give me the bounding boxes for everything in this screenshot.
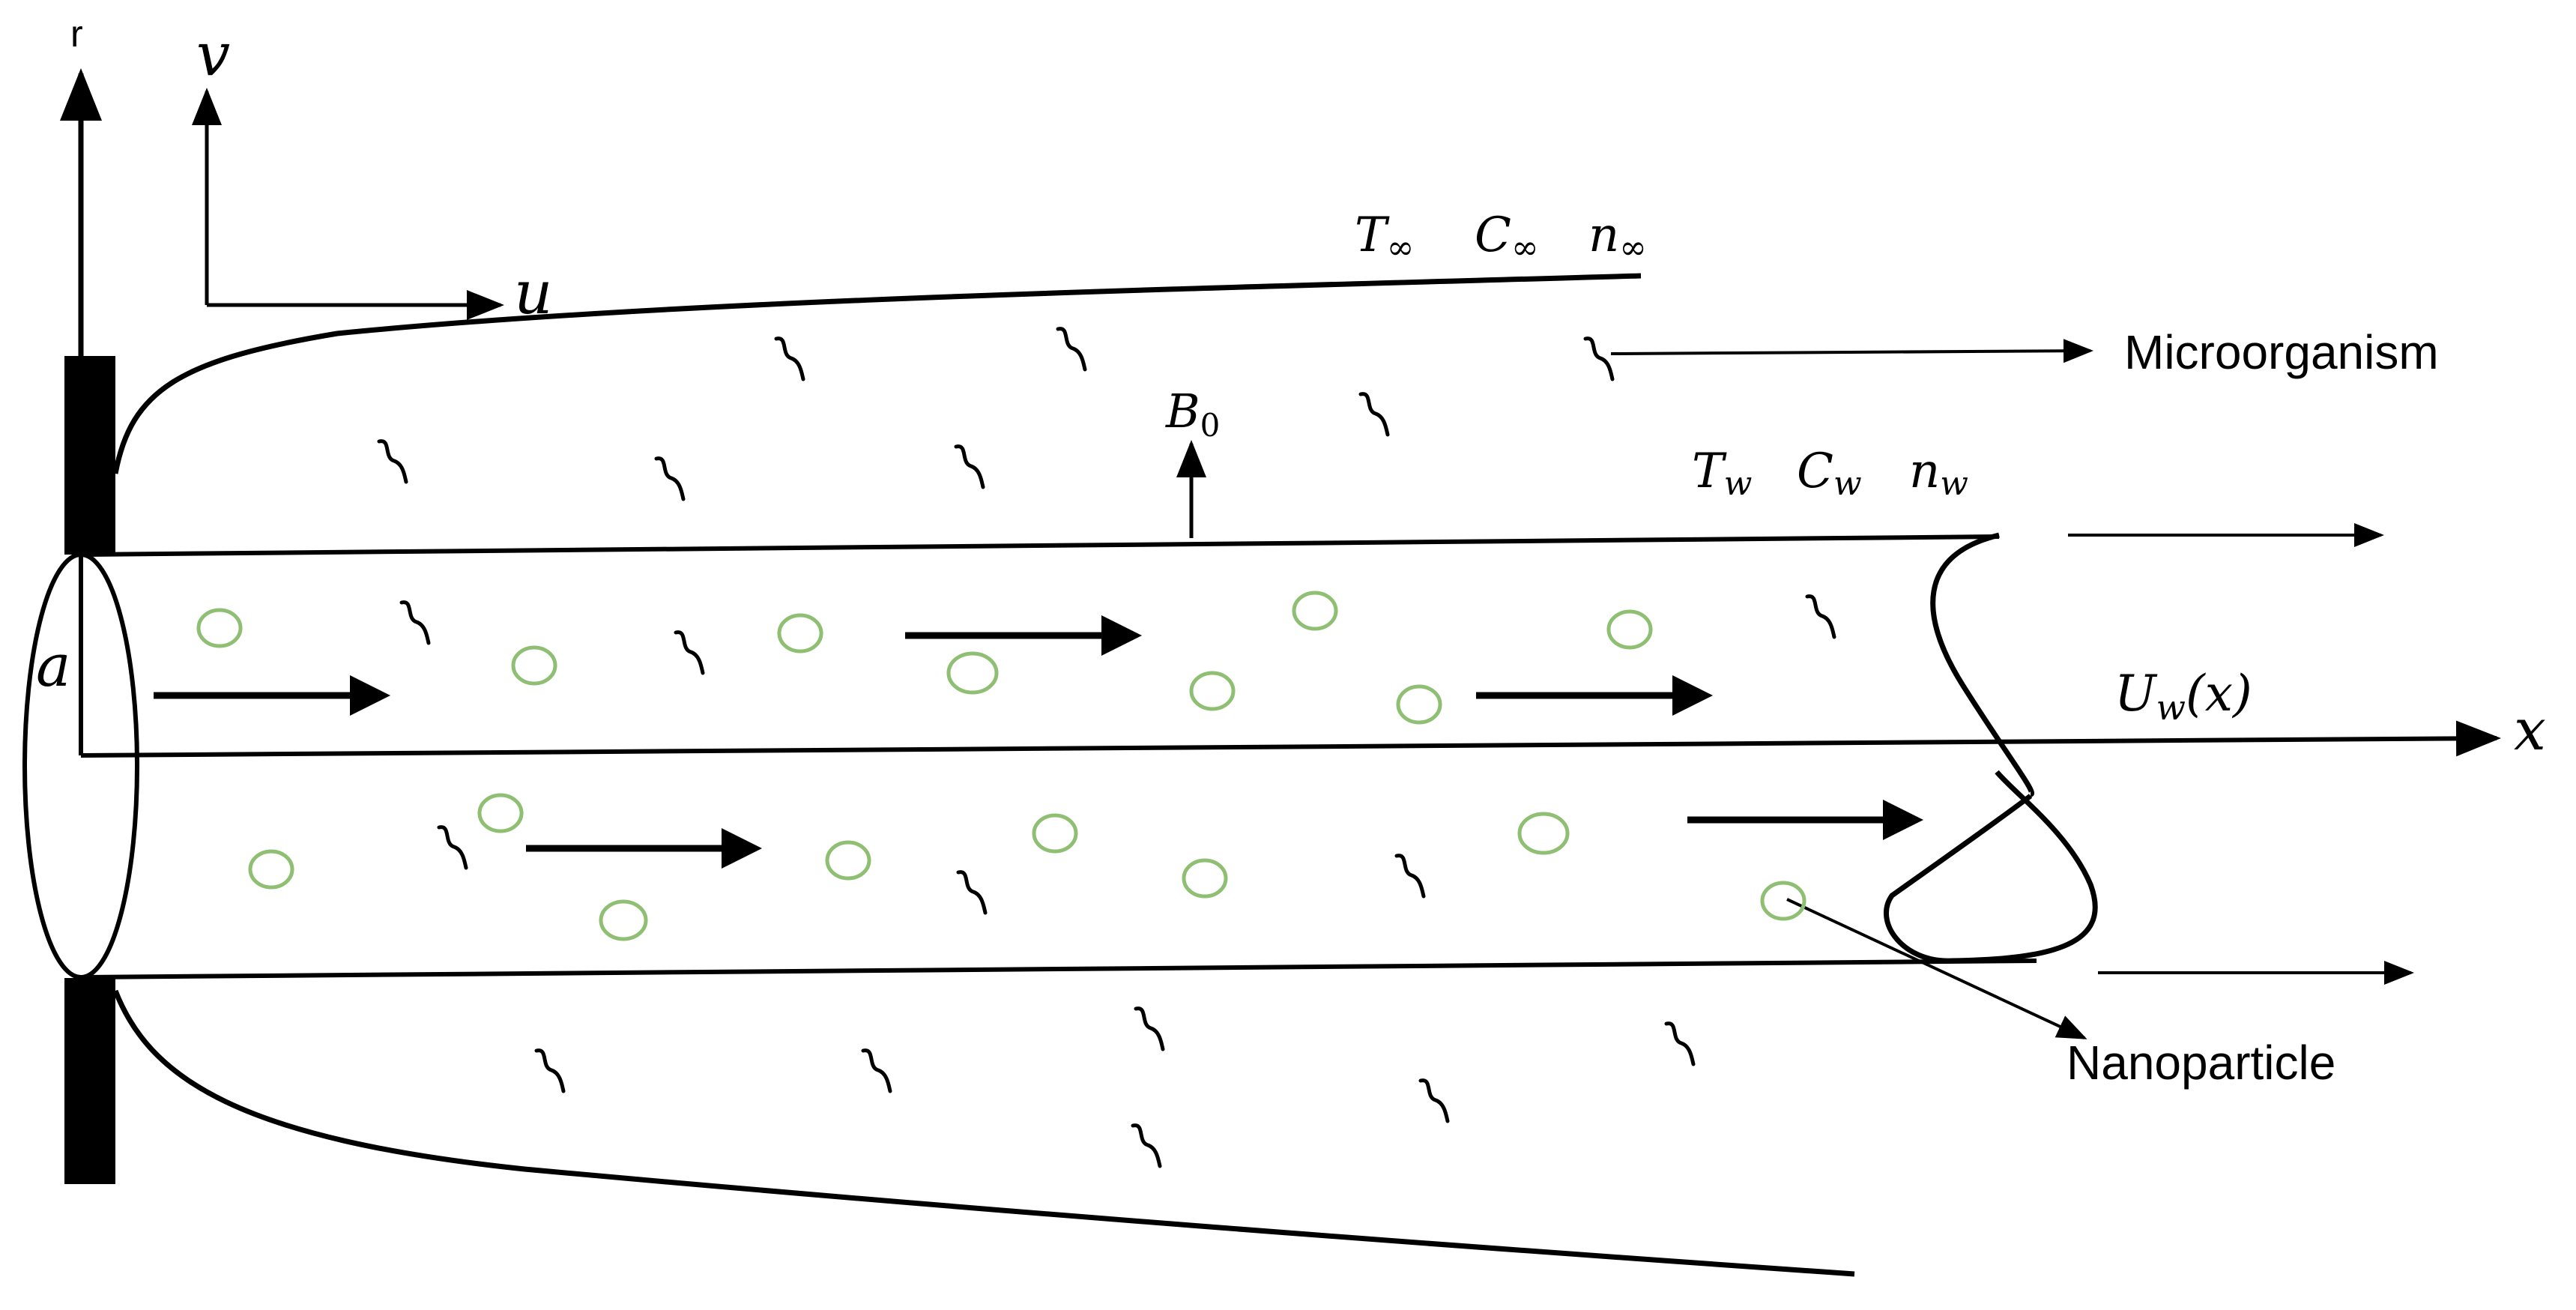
upper-boundary-layer — [112, 273, 1642, 474]
microorganism-squiggle — [1133, 1126, 1160, 1166]
microorganism-squiggle — [1666, 1024, 1693, 1064]
nanoparticle-dot — [946, 651, 999, 695]
microorganism-squiggle — [1421, 1081, 1448, 1121]
nanoparticle-dot — [1517, 812, 1570, 855]
cylinder-right-end — [1883, 532, 2098, 964]
microorganism-squiggle — [676, 633, 703, 673]
microorganism-squiggle — [956, 447, 983, 487]
microorganism-squiggle — [1585, 339, 1612, 379]
inner-flow-arrows — [154, 615, 1923, 869]
microorganism-squiggle — [1136, 1009, 1163, 1049]
microorganism-squiggle — [776, 339, 803, 379]
nanoparticle-dot — [248, 849, 294, 890]
x-axis-label: x — [2514, 696, 2546, 763]
microorganism-squiggle — [439, 827, 466, 868]
nanoparticle-dot — [1396, 684, 1442, 725]
microorganism-squiggle — [1807, 597, 1834, 637]
ambient-n-label: n∞ — [1588, 208, 1647, 267]
wall-labels: Tw Cw nw — [1692, 444, 1968, 503]
nanoparticle-dot — [1292, 591, 1338, 631]
nanoparticles — [196, 591, 1806, 941]
v-axis-label: v — [196, 19, 230, 89]
microorganism-squiggle — [379, 441, 406, 482]
x-axis — [80, 720, 2501, 758]
nanoparticle-dot — [1606, 609, 1653, 650]
nanoparticle-dot — [1760, 881, 1806, 921]
wall-plate-bottom — [64, 978, 115, 1184]
nanoparticle-dot — [477, 793, 524, 833]
nanoparticle-dot — [511, 645, 557, 686]
microorganism-pointer — [1610, 339, 2093, 363]
ambient-t-label: T∞ — [1355, 208, 1414, 267]
microorganism-squiggle — [402, 603, 429, 643]
nanoparticle-pointer — [1786, 898, 2087, 1039]
microorganism-squiggle — [863, 1051, 890, 1091]
ambient-c-label: C∞ — [1475, 208, 1539, 267]
wall-c-label: Cw — [1797, 444, 1862, 503]
r-axis-label: r — [70, 13, 83, 55]
nanoparticle-dot — [825, 840, 871, 881]
lower-boundary-layer — [112, 989, 1855, 1277]
nanoparticle-dot — [196, 608, 243, 648]
cylinder-top-edge — [82, 534, 2000, 557]
microorganism-squiggle — [1058, 329, 1085, 369]
microorganism-squiggle — [1361, 394, 1388, 435]
wall-n-label: nw — [1909, 444, 1968, 503]
microorganism-squiggle — [1397, 856, 1424, 896]
nanoparticle-dot — [1032, 813, 1078, 854]
nanoparticle-dot — [1182, 858, 1228, 899]
microorganism-squiggle — [958, 872, 985, 913]
radius-label: a — [36, 633, 71, 700]
nanoparticle-dot — [599, 899, 648, 941]
wall-velocity-label: Uw(x) — [2114, 665, 2252, 728]
wall-plate-top — [64, 356, 115, 555]
nanoparticle-dot — [777, 613, 823, 654]
b-field-label: B0 — [1165, 384, 1220, 444]
wall-t-label: Tw — [1692, 444, 1752, 503]
microorganism-label: Microorganism — [2124, 325, 2439, 379]
nanoparticle-dot — [1189, 671, 1236, 711]
cylinder-bottom-edge — [82, 959, 2037, 980]
microorganism-squiggle — [536, 1051, 563, 1091]
microorganism-squiggle — [656, 459, 683, 499]
nanoparticle-label: Nanoparticle — [2066, 1036, 2335, 1090]
ambient-labels: T∞ C∞ n∞ — [1355, 208, 1647, 267]
